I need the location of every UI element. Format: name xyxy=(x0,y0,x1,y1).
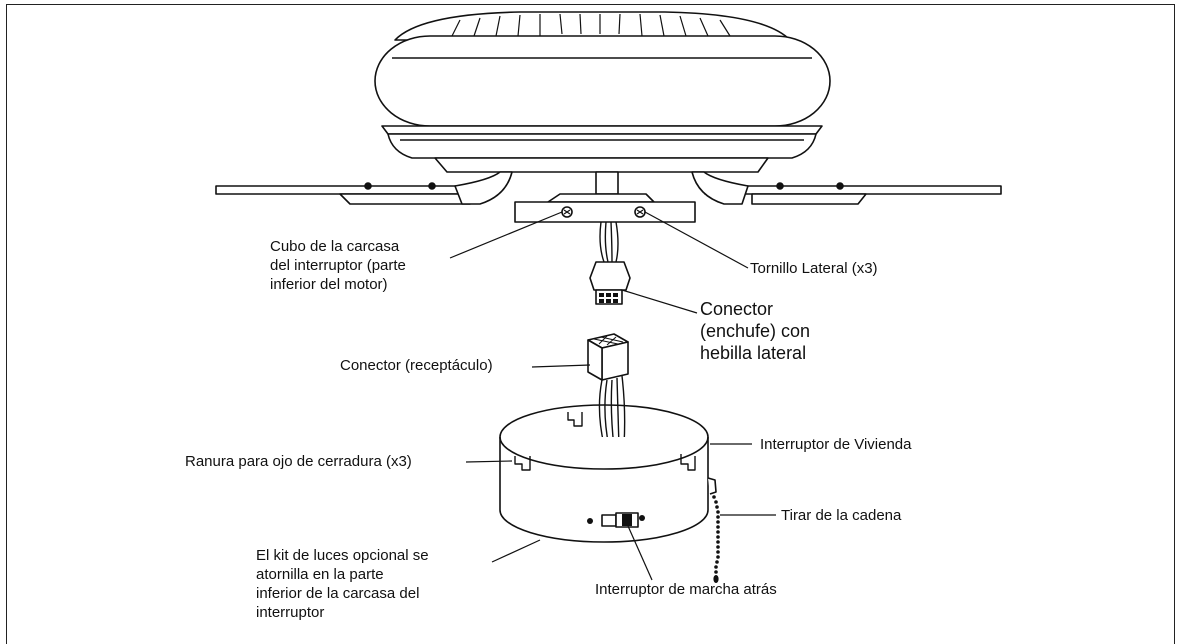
plug-connector-label: Conector (enchufe) con hebilla lateral xyxy=(700,299,811,363)
pull-chain-label: Tirar de la cadena xyxy=(781,507,902,524)
light-kit-note-label: El kit de luces opcional se atornilla en… xyxy=(256,547,429,621)
receptacle-connector-label: Conector (receptáculo) xyxy=(340,357,493,374)
keyhole-slot-label: Ranura para ojo de cerradura (x3) xyxy=(185,453,412,470)
receptacle-connector xyxy=(587,333,629,381)
keyhole-slot xyxy=(567,412,583,427)
keyhole-slot xyxy=(680,454,696,471)
side-screw-label: Tornillo Lateral (x3) xyxy=(750,260,878,277)
receptacle-wires xyxy=(598,375,626,448)
diagram-frame xyxy=(6,4,1175,644)
switch-housing xyxy=(499,404,717,543)
pull-chain xyxy=(712,495,720,583)
switch-housing-label: Interruptor de Vivienda xyxy=(760,436,912,453)
plug-connector xyxy=(589,261,631,305)
switch-housing-hub xyxy=(514,171,696,223)
reverse-switch-label: Interruptor de marcha atrás xyxy=(595,581,777,598)
plug-wires xyxy=(599,221,619,263)
keyhole-slot xyxy=(514,456,531,471)
motor-housing xyxy=(374,11,831,173)
motor-vents xyxy=(451,13,731,37)
switch-housing-hub-label: Cubo de la carcasa del interruptor (part… xyxy=(270,238,406,293)
fan-blade-left xyxy=(215,171,513,205)
leader-lines xyxy=(449,211,776,581)
fan-blade-right xyxy=(691,171,1002,205)
